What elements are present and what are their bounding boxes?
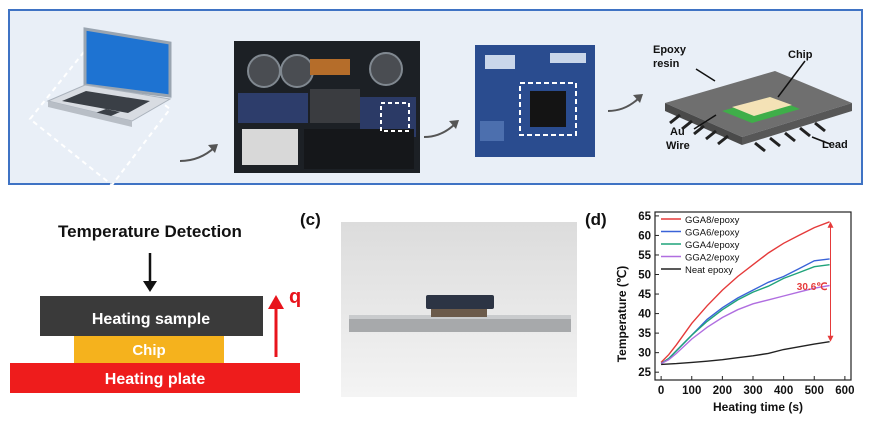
y-tick-label: 30 [638,348,651,360]
panel-d-label: (d) [585,210,607,229]
chip-package-diagram: Epoxy resin Chip Au Wire Lead [653,44,852,153]
legend-label-5: Neat epoxy [685,265,733,276]
heating-plate-photo [349,318,571,332]
q-label: q [289,286,301,308]
sample-photo [426,295,494,309]
label-wire: Wire [666,140,690,152]
chart-ylabel: Temperature (℃) [615,266,629,363]
legend-label-2: GGA6/epoxy [685,228,740,239]
temperature-detection-title: Temperature Detection [58,222,242,241]
pcb-chip-photo [475,45,595,157]
x-tick-label: 200 [713,385,732,397]
heating-sample-block [40,296,263,336]
down-arrow-icon [143,281,157,292]
arrow-icon-2 [423,122,457,138]
legend-label-3: GGA4/epoxy [685,240,740,251]
label-chip: Chip [788,49,813,61]
series-line-4 [660,284,830,365]
label-resin: resin [653,58,680,70]
x-tick-label: 300 [743,385,762,397]
series-line-3 [660,264,830,365]
x-tick-label: 100 [682,385,701,397]
panel-c-photo [341,222,577,397]
temperature-chart: Temperature (℃) Heating time (s) 0 100 200… [615,211,854,414]
panel-c-label: (c) [300,210,321,229]
delta-arrow-up-icon [827,221,834,228]
y-tick-label: 65 [638,211,651,223]
y-tick-label: 50 [638,270,651,282]
panel-a-svg: Epoxy resin Chip Au Wire Lead [28,27,852,187]
chip-block [74,336,224,363]
x-tick-label: 500 [805,385,824,397]
y-tick-label: 55 [638,250,651,262]
heating-sample-label: Heating sample [92,311,210,328]
delta-arrow-down-icon [827,335,834,342]
laptop-motherboard-photo [234,41,420,173]
y-tick-label: 45 [638,289,651,301]
panel-a-device-illustration: Epoxy resin Chip Au Wire Lead [8,9,863,187]
series-line-5 [661,341,830,366]
series-line-1 [660,221,830,363]
heating-plate-block [10,363,300,393]
y-tick-label: 60 [638,230,651,242]
chip-label: Chip [132,342,165,359]
y-tick-label: 25 [638,367,651,379]
chart-xlabel: Heating time (s) [713,400,803,414]
q-up-arrow-icon [268,295,284,309]
x-tick-label: 600 [835,385,854,397]
chip-photo [431,308,487,317]
label-lead: Lead [822,139,848,151]
y-tick-label: 40 [638,309,651,321]
label-epoxy: Epoxy [653,44,687,56]
delta-annotation: 30.6℃ [797,282,828,293]
heating-plate-label: Heating plate [105,371,206,388]
label-au: Au [670,126,685,138]
panel-b-schematic: ) Temperature Detection Heating sample C… [10,222,301,393]
legend-label-1: GGA8/epoxy [685,215,740,226]
arrow-icon-1 [179,146,216,162]
x-tick-label: 400 [774,385,793,397]
laptop-icon [28,27,172,187]
arrow-icon-3 [607,96,641,112]
legend-label-4: GGA2/epoxy [685,253,740,264]
x-tick-label: 0 [658,385,664,397]
y-tick-label: 35 [638,328,651,340]
